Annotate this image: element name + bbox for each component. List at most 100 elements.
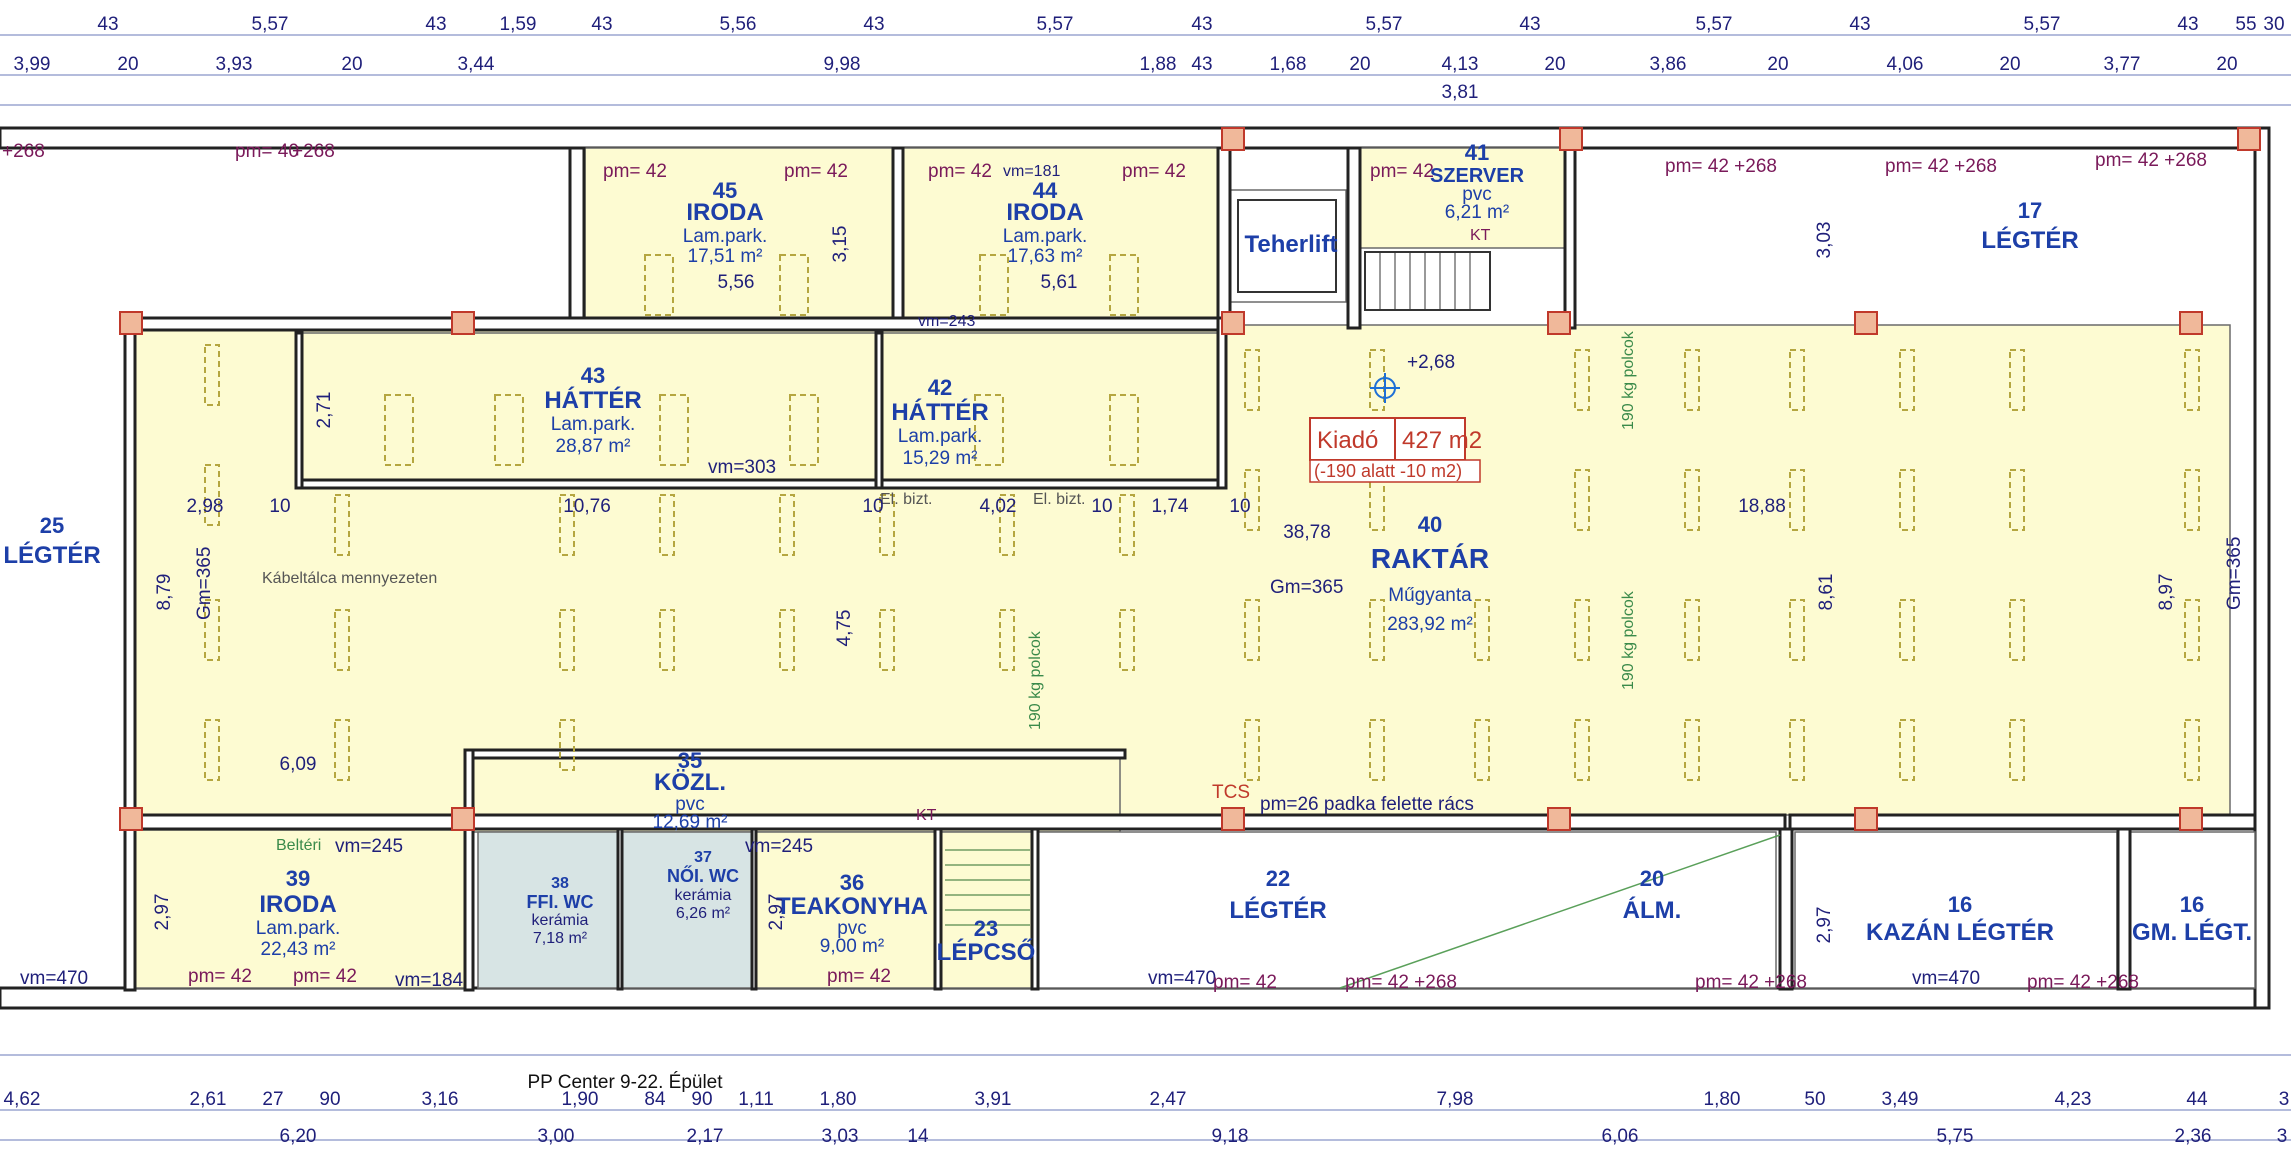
svg-text:NŐI. WC: NŐI. WC <box>667 865 739 886</box>
shelf-note-3: 190 kg polcok <box>1027 630 1044 730</box>
svg-text:HÁTTÉR: HÁTTÉR <box>544 386 641 414</box>
gm-note-left: Gm=365 <box>194 547 215 620</box>
gm-note-center: Gm=365 <box>1270 577 1343 598</box>
svg-text:pm= 42: pm= 42 <box>188 966 252 987</box>
svg-text:2,17: 2,17 <box>687 1126 724 1147</box>
svg-text:4,23: 4,23 <box>2055 1089 2092 1110</box>
svg-text:43: 43 <box>1519 14 1540 35</box>
svg-text:+268: +268 <box>292 141 335 162</box>
svg-text:44: 44 <box>1033 178 1058 203</box>
svg-text:10: 10 <box>1091 496 1112 517</box>
elevation-markers: +268 pm= 40 +268 pm= 42 pm= 42 pm= 42 pm… <box>2 141 2207 993</box>
svg-text:23: 23 <box>974 916 998 941</box>
svg-text:LÉGTÉR: LÉGTÉR <box>3 541 100 569</box>
kiado-note: (-190 alatt -10 m2) <box>1314 461 1462 481</box>
svg-text:2,97: 2,97 <box>1814 907 1835 944</box>
svg-text:55: 55 <box>2235 14 2256 35</box>
svg-text:1,59: 1,59 <box>500 14 537 35</box>
svg-text:3,91: 3,91 <box>975 1089 1012 1110</box>
svg-text:5,57: 5,57 <box>1696 14 1733 35</box>
svg-text:6,09: 6,09 <box>280 754 317 775</box>
svg-text:37: 37 <box>694 849 712 866</box>
room-16a-label: 16 KAZÁN LÉGTÉR <box>1866 892 2054 946</box>
svg-text:41: 41 <box>1465 140 1489 165</box>
svg-text:1,74: 1,74 <box>1152 496 1189 517</box>
svg-text:1,11: 1,11 <box>738 1089 774 1110</box>
top-dims-row1: 43 5,57 43 1,59 43 5,56 43 5,57 43 5,57 … <box>97 14 2284 35</box>
room-36-label: 36 TEAKONYHA pvc 9,00 m² <box>776 870 928 957</box>
elbizt-1: El. bizt. <box>880 491 932 508</box>
svg-text:4,75: 4,75 <box>834 610 855 647</box>
svg-text:8,97: 8,97 <box>2156 574 2177 611</box>
svg-text:kerámia: kerámia <box>675 887 732 904</box>
svg-text:pm= 42 +268: pm= 42 +268 <box>2027 972 2139 993</box>
svg-text:FFI. WC: FFI. WC <box>527 892 594 912</box>
svg-text:38,78: 38,78 <box>1283 522 1331 543</box>
svg-text:42: 42 <box>928 375 952 400</box>
svg-text:43: 43 <box>1849 14 1870 35</box>
svg-text:SZERVER: SZERVER <box>1430 165 1525 187</box>
kt-server: KT <box>1470 227 1491 244</box>
svg-text:43: 43 <box>591 14 612 35</box>
svg-text:9,98: 9,98 <box>824 54 861 75</box>
svg-text:39: 39 <box>286 866 310 891</box>
svg-text:20: 20 <box>1640 866 1664 891</box>
svg-text:35: 35 <box>678 748 702 773</box>
svg-text:LÉPCSŐ: LÉPCSŐ <box>937 938 1036 966</box>
svg-text:18,88: 18,88 <box>1738 496 1786 517</box>
svg-text:2,98: 2,98 <box>187 496 224 517</box>
top-dims-row2: 3,99 20 3,93 20 3,44 9,98 1,88 43 1,68 2… <box>14 54 2238 75</box>
svg-text:pm= 42 +268: pm= 42 +268 <box>1345 972 1457 993</box>
svg-text:7,98: 7,98 <box>1437 1089 1474 1110</box>
svg-text:3,99: 3,99 <box>14 54 51 75</box>
svg-text:22: 22 <box>1266 866 1290 891</box>
tcs-note: TCS <box>1212 782 1250 803</box>
svg-text:5,57: 5,57 <box>1037 14 1074 35</box>
svg-text:IRODA: IRODA <box>1006 199 1083 226</box>
room-40-label: 40 RAKTÁR Műgyanta 283,92 m² <box>1371 512 1489 635</box>
svg-text:20: 20 <box>1349 54 1370 75</box>
svg-text:43: 43 <box>97 14 118 35</box>
svg-text:GM. LÉGT.: GM. LÉGT. <box>2132 918 2252 946</box>
svg-text:6,06: 6,06 <box>1602 1126 1639 1147</box>
room-41-label: 41 SZERVER pvc 6,21 m² <box>1430 140 1525 223</box>
svg-text:43: 43 <box>1191 54 1212 75</box>
svg-text:1,80: 1,80 <box>1704 1089 1741 1110</box>
svg-text:43: 43 <box>425 14 446 35</box>
svg-text:10: 10 <box>1229 496 1250 517</box>
kiado-box: Kiadó 427 m2 (-190 alatt -10 m2) <box>1309 417 1482 483</box>
room-38-label: 38 FFI. WC kerámia 7,18 m² <box>527 875 594 947</box>
svg-text:+268: +268 <box>2 141 45 162</box>
svg-text:5,57: 5,57 <box>2024 14 2061 35</box>
svg-text:17,51 m²: 17,51 m² <box>688 246 763 267</box>
svg-text:43: 43 <box>863 14 884 35</box>
svg-text:pm= 42: pm= 42 <box>1370 161 1434 182</box>
svg-text:5,56: 5,56 <box>718 272 755 293</box>
vm470a: vm=470 <box>20 968 88 989</box>
svg-text:8,61: 8,61 <box>1816 574 1837 611</box>
svg-text:pvc: pvc <box>675 794 705 815</box>
svg-text:LÉGTÉR: LÉGTÉR <box>1229 896 1326 924</box>
building-caption: PP Center 9-22. Épület <box>527 1072 723 1093</box>
svg-text:50: 50 <box>1804 1089 1825 1110</box>
svg-text:2,47: 2,47 <box>1150 1089 1187 1110</box>
svg-text:KÖZL.: KÖZL. <box>654 769 726 796</box>
svg-text:5,75: 5,75 <box>1937 1126 1974 1147</box>
svg-text:4,06: 4,06 <box>1887 54 1924 75</box>
structural-columns <box>119 127 2261 831</box>
svg-text:3,86: 3,86 <box>1650 54 1687 75</box>
svg-text:9,00 m²: 9,00 m² <box>820 936 884 957</box>
svg-text:6,26 m²: 6,26 m² <box>676 905 731 922</box>
svg-text:20: 20 <box>117 54 138 75</box>
svg-text:pm= 42 +268: pm= 42 +268 <box>1695 972 1807 993</box>
outer-walls <box>0 126 2271 1010</box>
vm243: vm=243 <box>918 313 975 330</box>
svg-text:43: 43 <box>1191 14 1212 35</box>
lift-shaft <box>1237 199 1337 293</box>
svg-text:20: 20 <box>1999 54 2020 75</box>
svg-text:2,61: 2,61 <box>190 1089 227 1110</box>
vm181: vm=181 <box>1003 163 1060 180</box>
level-text: +2,68 <box>1407 352 1455 373</box>
svg-text:7,18 m²: 7,18 m² <box>533 930 588 947</box>
